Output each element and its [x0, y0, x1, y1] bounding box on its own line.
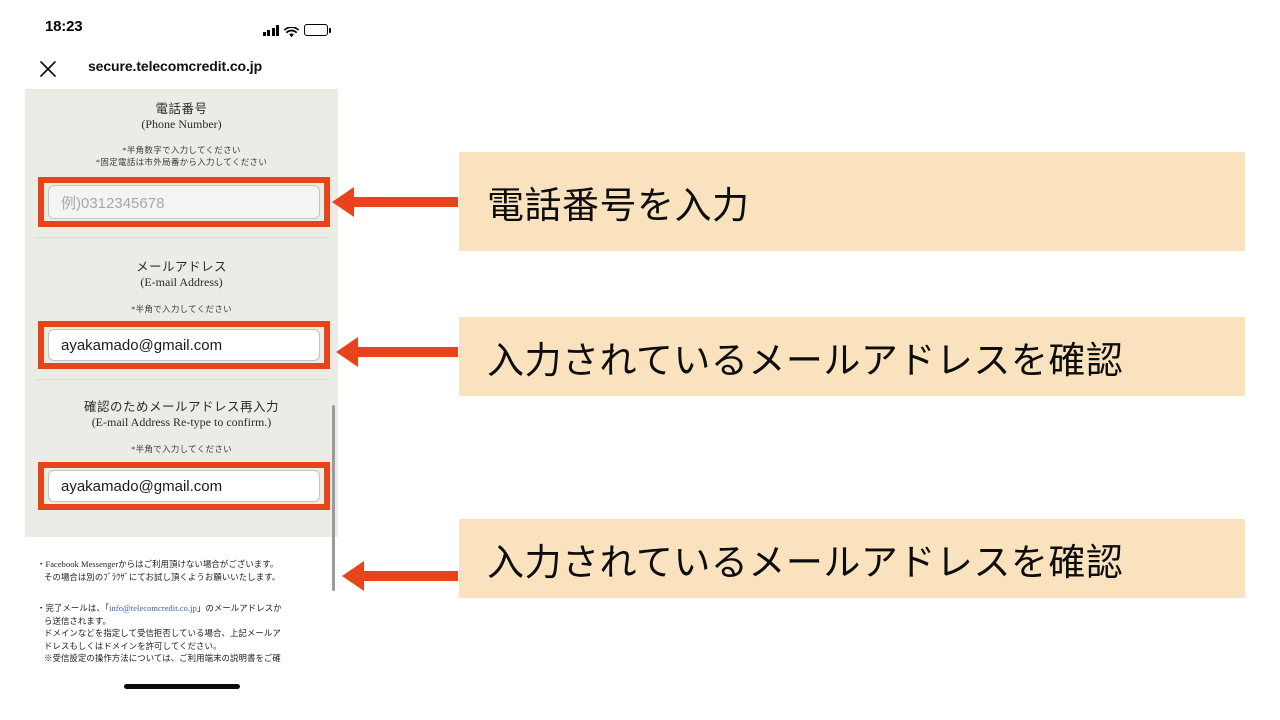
email-confirm-highlight [38, 462, 330, 510]
email-confirm-label-jp: 確認のためメールアドレス再入力 [83, 400, 279, 414]
status-bar-time: 18:23 [45, 18, 83, 35]
phone-field-note-2: *固定電話は市外局番から入力してください [95, 157, 268, 167]
support-email-link[interactable]: info@telecomcredit.co.jp [109, 604, 197, 613]
annotation-box-email-confirm: 入力されているメールアドレスを確認 [459, 519, 1245, 598]
phone-screenshot-panel: 18:23 secure.telecomcredit.co.jp [0, 0, 360, 720]
footnote-2-line-3: ドメインなどを指定して受信拒否している場合、上記メールア [44, 629, 281, 639]
phone-field-note-1: *半角数字で入力してください [122, 145, 241, 155]
page-scrollbar[interactable] [332, 405, 335, 591]
wifi-icon [284, 25, 299, 38]
phone-field-highlight [38, 177, 330, 227]
section-divider-2 [35, 379, 328, 380]
email-field-notes: *半角で入力してください [25, 303, 338, 315]
email-confirm-label-en: (E-mail Address Re-type to confirm.) [91, 415, 272, 429]
home-indicator [124, 684, 240, 689]
phone-field-label-en: (Phone Number) [141, 117, 222, 131]
browser-bar: secure.telecomcredit.co.jp [0, 56, 360, 88]
email-input[interactable]: ayakamado@gmail.com [48, 329, 320, 361]
footnote-1-line-1: ・Facebook Messengerからはご利用頂けない場合がございます。 [37, 560, 279, 569]
phone-field-block: 電話番号 (Phone Number) [25, 101, 338, 132]
email-confirm-notes: *半角で入力してください [25, 443, 338, 455]
annotation-label: 入力されているメールアドレスを確認 [487, 540, 1124, 584]
footnote-item: ・Facebook Messengerからはご利用頂けない場合がございます。 そ… [37, 559, 337, 584]
annotation-box-phone: 電話番号を入力 [459, 152, 1245, 251]
annotation-label: 入力されているメールアドレスを確認 [487, 338, 1124, 382]
site-url-label: secure.telecomcredit.co.jp [88, 58, 263, 74]
email-field-note-1: *半角で入力してください [131, 304, 232, 314]
annotation-box-email: 入力されているメールアドレスを確認 [459, 317, 1245, 396]
form-area: 電話番号 (Phone Number) *半角数字で入力してください *固定電話… [25, 89, 338, 537]
email-confirm-note-1: *半角で入力してください [131, 444, 232, 454]
battery-icon [304, 24, 331, 36]
close-icon[interactable] [38, 59, 58, 79]
section-divider [35, 237, 328, 238]
phone-field-notes: *半角数字で入力してください *固定電話は市外局番から入力してください [25, 144, 338, 168]
footnote-2-line-4: ドレスもしくはドメインを許可してください。 [44, 641, 222, 651]
footnote-2-line-5: ※受信設定の操作方法については、ご利用端末の説明書をご確 [44, 654, 281, 664]
phone-number-input[interactable]: 例)0312345678 [48, 185, 320, 219]
annotation-label: 電話番号を入力 [487, 183, 750, 227]
email-field-highlight [38, 321, 330, 369]
status-bar: 18:23 [0, 18, 360, 42]
footnote-1-line-2: その場合は別のﾌﾞﾗｳｻﾞにてお試し頂くようお願いいたします。 [44, 572, 281, 582]
footnote-2-line-1-pre: ・完了メールは、「 [37, 604, 110, 613]
phone-field-label-jp: 電話番号 [155, 102, 208, 116]
email-confirm-input[interactable]: ayakamado@gmail.com [48, 470, 320, 502]
footnote-item: ・完了メールは、「info@telecomcredit.co.jp」のメールアド… [37, 603, 337, 666]
email-field-block: メールアドレス (E-mail Address) [25, 259, 338, 290]
left-arrow-icon [342, 561, 458, 591]
status-bar-icons [262, 20, 331, 38]
email-field-label-en: (E-mail Address) [140, 275, 223, 289]
cellular-signal-icon [262, 25, 279, 36]
left-arrow-icon [332, 187, 458, 217]
footnote-area: ・Facebook Messengerからはご利用頂けない場合がございます。 そ… [25, 537, 338, 684]
left-arrow-icon [336, 337, 458, 367]
footnote-2-line-1-post: 」のメールアドレスか [196, 604, 282, 613]
email-field-label-jp: メールアドレス [135, 260, 227, 274]
footnote-2-line-2: ら送信されます。 [44, 616, 111, 626]
email-confirm-field-block: 確認のためメールアドレス再入力 (E-mail Address Re-type … [25, 399, 338, 430]
